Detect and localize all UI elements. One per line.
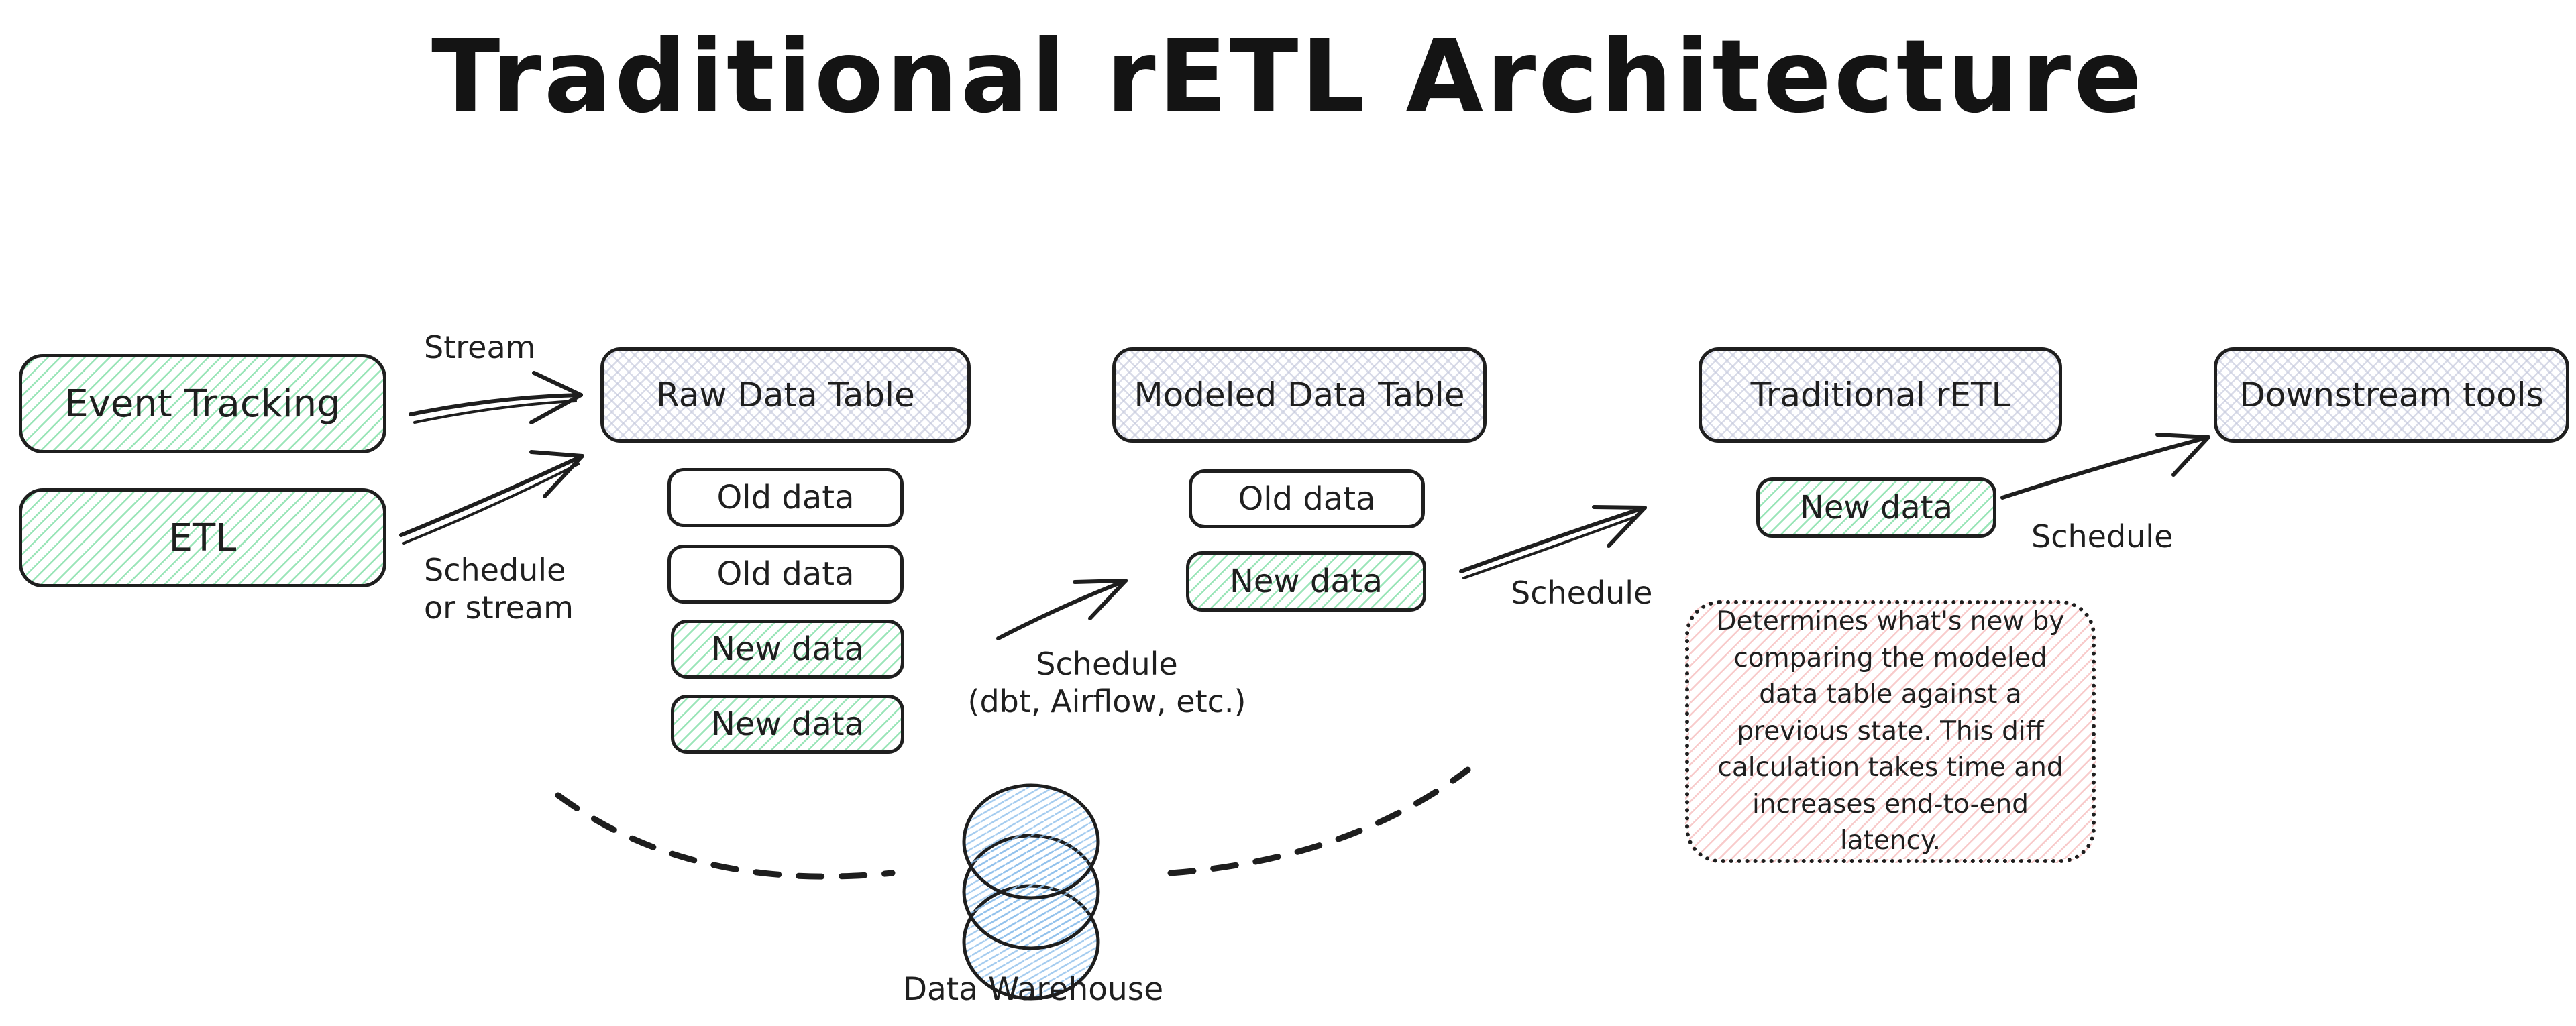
modeled-row-old-data: Old data: [1189, 469, 1425, 528]
raw-row-new-data-2: New data: [671, 695, 904, 754]
edge-label-schedule-mid: Schedule: [1511, 575, 1653, 611]
modeled-row-old-data-label: Old data: [1238, 480, 1376, 518]
edge-label-schedule-or-stream: Schedule or stream: [424, 552, 574, 626]
arrow-etl-to-raw: [399, 450, 584, 545]
edge-label-schedule-dbt-airflow: Schedule (dbt, Airflow, etc.): [967, 646, 1246, 720]
arrow-event-tracking-to-raw: [409, 371, 583, 424]
node-traditional-retl-label: Traditional rETL: [1750, 376, 2010, 414]
data-warehouse-label: Data Warehouse: [902, 971, 1164, 1008]
edge-label-schedule-right: Schedule: [2031, 518, 2174, 555]
latency-note: Determines what's new by comparing the m…: [1685, 600, 2096, 863]
node-raw-data-table-label: Raw Data Table: [656, 376, 915, 414]
warehouse-dashed-arc-left: [555, 792, 896, 880]
raw-row-old-data-1: Old data: [667, 468, 904, 527]
latency-note-text: Determines what's new by comparing the m…: [1716, 606, 2065, 856]
page-title: Traditional rETL Architecture: [431, 19, 2145, 135]
node-raw-data-table: Raw Data Table: [600, 347, 971, 443]
node-traditional-retl: Traditional rETL: [1699, 347, 2062, 443]
node-etl-label: ETL: [168, 516, 237, 560]
arrow-modeled-to-traditional: [1459, 505, 1647, 579]
node-event-tracking: Event Tracking: [19, 354, 386, 453]
raw-row-old-data-2-label: Old data: [716, 555, 855, 593]
data-warehouse-icon: [962, 783, 1100, 1001]
node-modeled-data-table: Modeled Data Table: [1112, 347, 1487, 443]
raw-row-new-data-1-label: New data: [710, 630, 865, 668]
arrow-raw-to-modeled: [996, 579, 1128, 640]
raw-row-new-data-2-label: New data: [710, 705, 865, 743]
modeled-row-new-data: New data: [1186, 551, 1426, 612]
modeled-row-new-data-label: New data: [1229, 563, 1383, 600]
traditional-row-new-data-label: New data: [1799, 489, 1953, 526]
node-etl: ETL: [19, 488, 386, 587]
raw-row-old-data-1-label: Old data: [716, 479, 855, 516]
node-downstream-tools-label: Downstream tools: [2239, 376, 2544, 414]
node-modeled-data-table-label: Modeled Data Table: [1134, 376, 1465, 414]
raw-row-old-data-2: Old data: [667, 545, 904, 604]
node-downstream-tools: Downstream tools: [2214, 347, 2569, 443]
traditional-row-new-data: New data: [1756, 477, 1996, 538]
warehouse-dashed-arc-right: [1167, 766, 1471, 876]
arrow-traditional-to-downstream: [2000, 433, 2210, 500]
raw-row-new-data-1: New data: [671, 620, 904, 679]
node-event-tracking-label: Event Tracking: [64, 382, 341, 426]
edge-label-stream: Stream: [424, 329, 536, 365]
